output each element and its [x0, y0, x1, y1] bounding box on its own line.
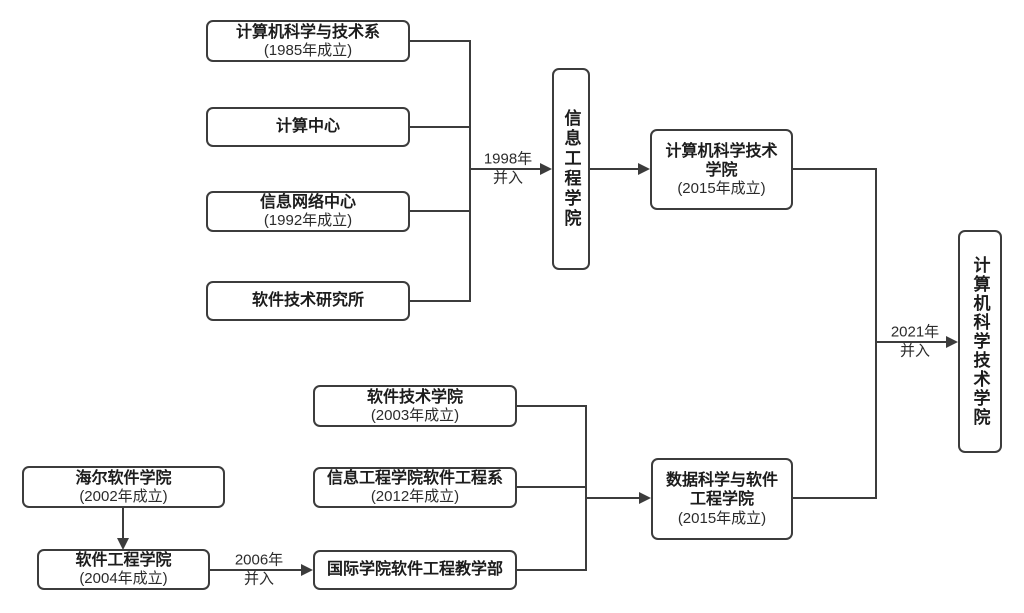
node-info-eng-college-se-dept: 信息工程学院软件工程系 (2012年成立)	[313, 467, 517, 508]
edge-haier-to-se-line	[122, 508, 124, 540]
node-info-engineering-college: 信息工程学院	[552, 68, 590, 270]
connector-datascience-to-rail2	[793, 497, 877, 499]
node-title: 国际学院软件工程教学部	[326, 561, 503, 579]
edge-2021-arrowhead-icon	[946, 336, 958, 348]
node-title: 计算机科学技术学院	[970, 256, 990, 427]
node-title: 信息网络中心	[259, 194, 356, 212]
junction-rail-2	[875, 168, 877, 499]
edge-1998-arrowhead-icon	[540, 163, 552, 175]
edge-2006-arrowhead-icon	[301, 564, 313, 576]
node-computing-center: 计算中心	[206, 107, 410, 147]
edge-label-action: 并入	[492, 169, 523, 186]
connector-cstech2015-to-rail2	[793, 168, 877, 170]
edge-2021-line	[875, 341, 948, 343]
node-title: 计算机科学技术学院	[665, 142, 778, 179]
edge-1998-line	[469, 168, 542, 170]
node-software-engineering-college: 软件工程学院 (2004年成立)	[37, 549, 210, 590]
node-data-science-se-college: 数据科学与软件工程学院 (2015年成立)	[651, 458, 793, 540]
edge-2006-line	[210, 569, 303, 571]
edge-label-year: 2006年	[234, 551, 284, 569]
edge-haier-to-se-arrowhead-icon	[117, 538, 129, 550]
edge-label-1998-merge: 1998年 并入	[484, 150, 532, 188]
node-title: 信息工程学院软件工程系	[326, 470, 503, 488]
node-software-tech-college: 软件技术学院 (2003年成立)	[313, 385, 517, 427]
node-title: 软件工程学院	[75, 552, 172, 570]
node-founded-year: (2002年成立)	[79, 487, 168, 505]
connector-stub-5	[517, 405, 587, 407]
connector-stub-6	[517, 486, 587, 488]
node-founded-year: (2015年成立)	[677, 509, 767, 527]
node-title: 软件技术学院	[366, 388, 463, 406]
connector-stub-7	[517, 569, 587, 571]
node-title: 软件技术研究所	[251, 292, 364, 310]
edge-label-action: 并入	[243, 570, 274, 587]
node-title: 计算中心	[275, 118, 340, 136]
node-title: 计算机科学与技术系	[235, 23, 380, 41]
node-cs-tech-college-final: 计算机科学技术学院	[958, 230, 1002, 453]
node-founded-year: (2003年成立)	[370, 406, 460, 424]
edge-to-cstech2015-line	[590, 168, 640, 170]
node-computer-science-and-technology-dept: 计算机科学与技术系 (1985年成立)	[206, 20, 410, 62]
node-founded-year: (2004年成立)	[79, 570, 168, 588]
node-title: 数据科学与软件工程学院	[665, 472, 778, 509]
node-title: 信息工程学院	[561, 109, 581, 229]
edge-label-year: 1998年	[483, 150, 533, 168]
node-founded-year: (1992年成立)	[263, 212, 353, 230]
junction-rail-1	[469, 40, 471, 302]
edge-to-cstech2015-arrowhead-icon	[638, 163, 650, 175]
connector-stub-2	[410, 126, 470, 128]
edge-label-2006-merge: 2006年 并入	[235, 551, 283, 589]
node-cs-tech-college-2015: 计算机科学技术学院 (2015年成立)	[650, 129, 793, 210]
node-software-tech-institute: 软件技术研究所	[206, 281, 410, 321]
connector-stub-1	[410, 40, 470, 42]
node-intl-college-se-teaching-dept: 国际学院软件工程教学部	[313, 550, 517, 590]
node-info-network-center: 信息网络中心 (1992年成立)	[206, 191, 410, 232]
edge-to-datascience-arrowhead-icon	[639, 492, 651, 504]
node-founded-year: (1985年成立)	[263, 41, 353, 59]
node-title: 海尔软件学院	[75, 469, 172, 487]
edge-to-datascience-line	[585, 497, 641, 499]
connector-stub-4	[410, 300, 470, 302]
edge-label-year: 2021年	[890, 323, 940, 341]
junction-rail-3	[585, 405, 587, 571]
node-founded-year: (2015年成立)	[677, 180, 766, 198]
node-haier-software-college: 海尔软件学院 (2002年成立)	[22, 466, 225, 508]
node-founded-year: (2012年成立)	[370, 488, 460, 506]
edge-label-2021-merge: 2021年 并入	[891, 323, 939, 361]
connector-stub-3	[410, 210, 470, 212]
edge-label-action: 并入	[899, 342, 930, 359]
